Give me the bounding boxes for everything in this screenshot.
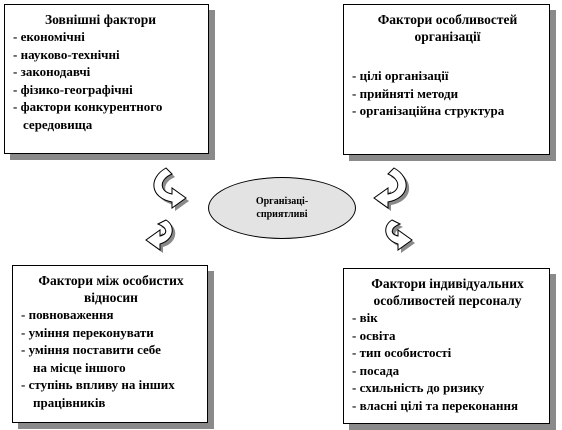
organization-factors-list: цілі організації прийняті методи організ… [352,67,543,120]
arrow-right-top-icon [373,167,410,211]
list-item: власні цілі та переконання [352,397,543,415]
interpersonal-factors-title-line2: відносин [84,290,138,305]
list-item: науково-технічні [13,46,202,64]
organization-factors-title-line2: організації [414,29,481,44]
list-item-continuation: на місце іншого [33,359,126,375]
center-label-line1: Організаці- [255,196,309,207]
center-ellipse: Організаці- сприятливі [208,177,356,239]
external-factors-list: економічні науково-технічні законодавчі … [13,28,202,116]
list-item: вік [352,309,543,327]
center-label-line2: сприятливі [256,209,308,220]
interpersonal-factors-title-line1: Фактори між особистих [38,273,184,288]
list-item: фізико-географічні [13,81,202,99]
arrow-right-bottom-icon [385,219,415,253]
individual-factors-list: вік освіта тип особистості посада схильн… [352,309,543,414]
list-item: освіта [352,327,543,345]
list-item: організаційна структура [352,102,543,120]
list-item-text: уміння поставити себе [28,342,161,357]
external-factors-box: Зовнішні фактори економічні науково-техн… [4,4,209,154]
list-item: законодавчі [13,63,202,81]
list-item: економічні [13,28,202,46]
list-item: фактори конкурентного [13,98,202,116]
individual-factors-title-line2: особливостей персоналу [373,293,522,308]
organization-factors-box: Фактори особливостей організації цілі ор… [343,4,550,155]
list-item: уміння переконувати [21,324,201,342]
individual-factors-box: Фактори індивідуальних особливостей перс… [343,268,550,424]
organization-factors-title-line1: Фактори особливостей [377,12,518,27]
external-factors-title: Зовнішні фактори [45,12,157,27]
list-item: тип особистості [352,344,543,362]
list-item: цілі організації [352,67,543,85]
list-item: повноваження [21,306,201,324]
list-item: прийняті методи [352,85,543,103]
list-item-continuation: працівників [33,394,106,410]
arrow-left-top-icon [153,167,189,211]
list-item: схильність до ризику [352,379,543,397]
arrow-left-bottom-icon [145,219,176,253]
interpersonal-factors-list: повноваження уміння переконувати уміння … [21,306,201,411]
individual-factors-title-line1: Фактори індивідуальних [371,276,524,291]
list-item-continuation: середовища [23,116,93,132]
list-item: посада [352,362,543,380]
interpersonal-factors-box: Фактори між особистих відносин повноваже… [12,265,208,423]
list-item-text: ступінь впливу на інших [28,377,175,392]
list-item: уміння поставити себе на місце іншого [21,341,201,376]
list-item: ступінь впливу на інших працівників [21,376,201,411]
